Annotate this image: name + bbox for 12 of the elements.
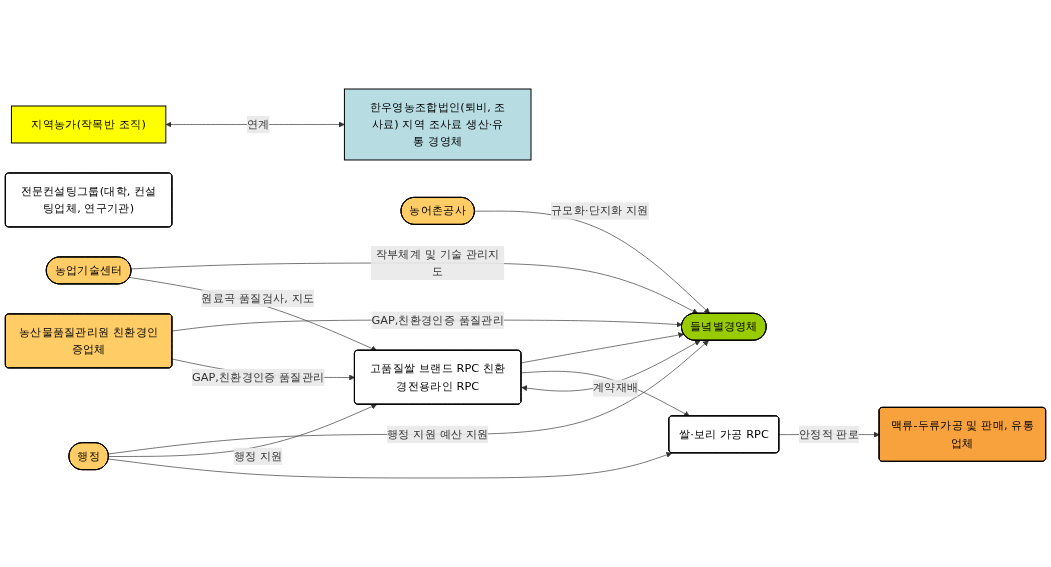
edge-label: 연계 [246, 117, 270, 131]
edge-label: 계약재배 [592, 380, 639, 395]
edge-label: 작부체계 및 기술 관리지도 [375, 247, 500, 278]
node-box: 한우영농조합법인(퇴비, 조사료) 지역 조사료 생산·유통 경영체 [343, 88, 532, 161]
edge-label: 규모화·단지화 지원 [550, 203, 649, 218]
edge-label: 안정적 판로 [798, 427, 860, 441]
edge-label: 행정 지원 [233, 449, 283, 463]
edge-label: 행정 지원 예산 지원 [386, 427, 489, 441]
edge-label: GAP,친환경인증 품질관리 [371, 312, 504, 327]
edge-label: 원료곡 품질검사, 지도 [201, 291, 315, 305]
edge-label: GAP,친환경인증 품질관리 [191, 370, 325, 384]
node-box: 지역농가(작목반 조직) [10, 105, 167, 144]
